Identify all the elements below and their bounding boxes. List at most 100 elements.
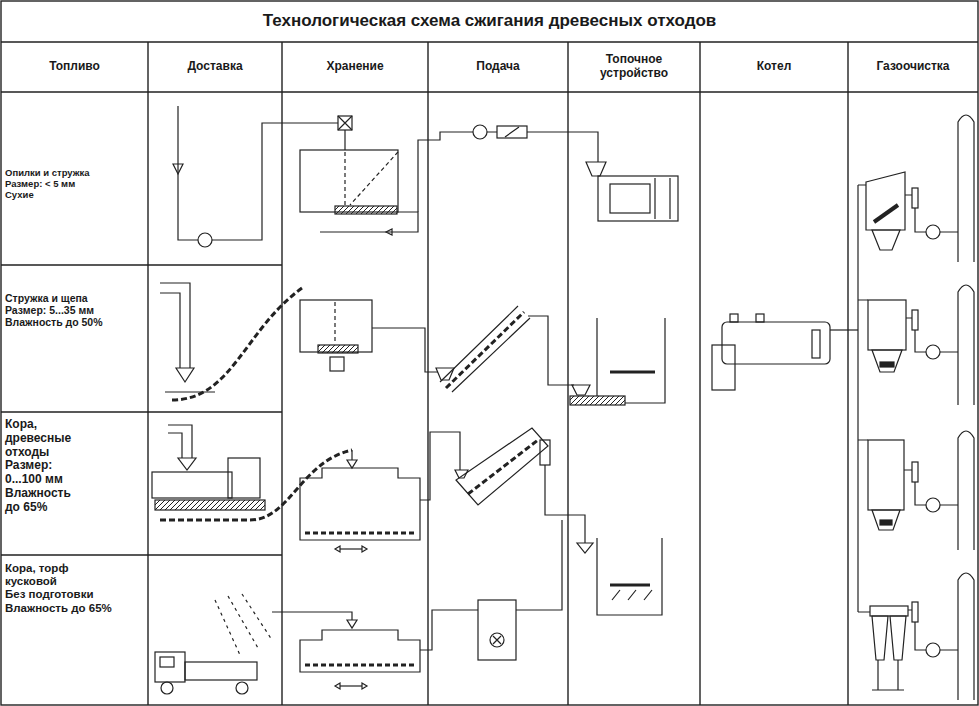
drawing-part [586,162,606,176]
drawing-part [318,345,358,353]
fuel-cell: Опилки и стружкаРазмер: < 5 ммСухие [5,168,145,201]
drawing-part [362,683,367,689]
column-header: Котел [704,60,844,74]
drawing-part [756,314,764,322]
column-header: Доставка [152,60,278,74]
gas-cleaning [858,115,974,700]
drawing-part [858,185,870,612]
drawing-part [572,385,590,395]
drawing-part [320,212,418,232]
drawing-part [300,300,372,352]
fuel-description: Кора, древесные отходы [5,418,79,459]
drawing-part [152,472,232,498]
fuel-description: Размер: < 5 мм [5,179,145,190]
drawing-part [926,643,940,657]
drawing-part [830,329,858,330]
drawing-part [857,185,858,612]
drawing-part [610,584,650,587]
row2-equipment [160,283,858,405]
drawing-part [612,590,652,600]
drawing-part [908,610,958,650]
fuel-cell: Кора, торф кусковойБез подготовкиВлажнос… [5,562,113,615]
drawing-part [176,368,194,382]
drawing-part [958,115,974,262]
drawing-part [872,350,902,372]
drawing-part [730,314,738,322]
drawing-part [597,318,665,403]
drawing-part [161,682,173,694]
drawing-part [597,538,662,615]
drawing-part [340,685,362,686]
drawing-part [372,328,438,372]
drawing-part [490,633,504,647]
column-header: Топливо [5,60,144,74]
drawing-part [330,357,344,371]
drawing-part [335,546,340,552]
drawing-part [446,312,524,388]
drawing-part [516,520,562,610]
drawing-part [912,602,918,622]
fuel-description: Влажность до 65% [5,487,79,515]
fuel-description: Размер: 5...35 мм [5,304,109,316]
row4-equipment [155,520,562,694]
drawing-part [215,594,272,655]
drawing-part [912,310,918,330]
drawing-part [655,178,670,219]
drawing-part [528,316,574,385]
drawing-part [880,520,892,525]
drawing-part [712,345,735,390]
column-header: Газоочистка [852,60,974,74]
fuel-description: Стружка и щепа [5,292,109,304]
drawing-part [165,391,215,392]
drawing-part [874,205,898,222]
drawing-part [340,548,362,549]
drawing-part [347,620,357,628]
column-header: Топочное устройство [572,53,696,81]
fuel-description: Размер: 0...100 мм [5,459,79,487]
drawing-part [212,123,338,240]
drawing-part [236,682,248,694]
drawing-part [577,543,593,553]
drawing-part [345,152,398,205]
fuel-description: Влажность до 50% [5,316,109,328]
drawing-part [872,230,900,250]
drawing-part [912,462,918,482]
fuel-description: Опилки и стружка [5,168,145,179]
drawing-part [880,362,894,367]
row1-equipment [173,106,678,247]
drawing-part [868,300,906,350]
drawing-part [420,432,460,500]
drawing-part [160,283,190,368]
drawing-part [334,302,335,343]
drawing-part [436,368,454,380]
drawing-part [926,345,940,359]
fuel-description: Без подготовки [5,588,113,601]
column-header: Подача [432,60,564,74]
drawing-part [487,127,598,162]
drawing-part [272,612,352,620]
drawing-part [870,606,908,616]
drawing-part [155,500,265,510]
drawing-part [362,546,367,552]
drawing-part [198,233,212,247]
drawing-part [872,660,904,690]
drawing-part [228,458,260,498]
drawing-part [440,306,530,392]
fuel-cell: Стружка и щепаРазмер: 5...35 ммВлажность… [5,292,109,328]
drawing-part [185,662,257,680]
drawing-part [812,330,820,358]
drawing-part [598,176,678,221]
drawing-part [305,532,415,535]
drawing-part [958,285,974,405]
drawing-part [347,460,357,468]
drawing-part [1,265,282,555]
drawing-part [155,652,185,682]
drawing-part [926,498,940,512]
drawing-part [335,683,340,689]
drawing-part [148,42,848,705]
drawing-part [570,396,625,405]
drawing-part [958,573,974,700]
drawing-part [172,288,302,400]
drawing-part [473,125,487,139]
